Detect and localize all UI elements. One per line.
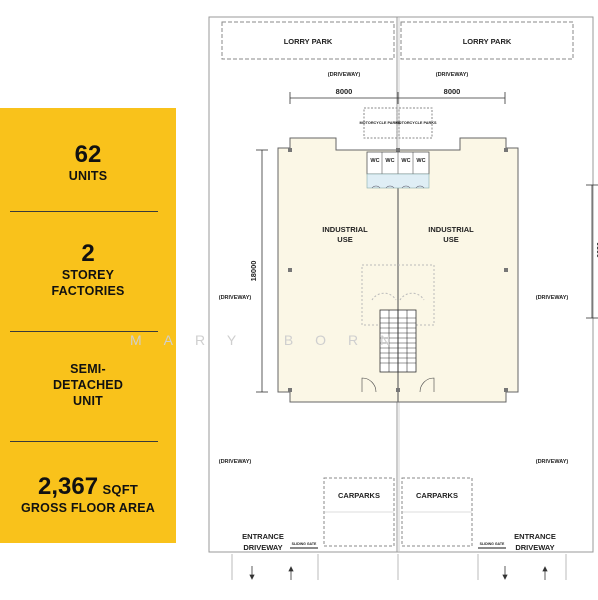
wc-label-1: WC xyxy=(370,158,379,164)
storey-label-2: FACTORIES xyxy=(51,284,125,298)
info-panel xyxy=(0,108,176,543)
units-label: UNITS xyxy=(68,169,108,183)
stat-units: 62 UNITS xyxy=(0,142,176,184)
driveway-top-left: (DRIVEWAY) xyxy=(328,72,361,78)
carparks-left-label: CARPARKS xyxy=(338,491,380,500)
door-left xyxy=(361,377,377,393)
watermark: MARY BORN xyxy=(130,332,413,348)
wc-label-3: WC xyxy=(401,158,410,164)
area-unit: SQFT xyxy=(102,482,138,497)
gate-left-label: SLIDING GATE xyxy=(292,542,317,546)
driveway-low-right: (DRIVEWAY) xyxy=(536,459,569,465)
area-label: GROSS FLOOR AREA xyxy=(21,501,155,515)
use-right-line1: INDUSTRIAL xyxy=(428,225,474,234)
lorry-park-left-label: LORRY PARK xyxy=(284,37,333,46)
panel-divider xyxy=(10,211,158,212)
wc-label-2: WC xyxy=(385,158,394,164)
wc-block xyxy=(366,151,430,189)
area-value: 2,367 xyxy=(38,473,99,500)
traffic-arrows xyxy=(249,566,548,580)
area-row: 2,367 SQFT xyxy=(0,474,176,500)
type-line-3: UNIT xyxy=(73,394,103,408)
type-line-1: SEMI- xyxy=(70,362,106,376)
dim-width-left: 8000 xyxy=(336,87,353,96)
gate-right-label: SLIDING GATE xyxy=(480,542,505,546)
driveway-mid-left: (DRIVEWAY) xyxy=(219,295,252,301)
moto-left-label: MOTORCYCLE PARKS xyxy=(360,121,401,125)
driveway-mid-right: (DRIVEWAY) xyxy=(536,295,569,301)
use-left-line1: INDUSTRIAL xyxy=(322,225,368,234)
moto-right-label: MOTORCYCLE PARKS xyxy=(396,121,437,125)
dim-height: 18000 xyxy=(249,261,258,282)
entrance-left-line2: DRIVEWAY xyxy=(243,543,282,552)
entrance-right-line1: ENTRANCE xyxy=(514,532,556,541)
entrance-right-line2: DRIVEWAY xyxy=(515,543,554,552)
stat-area: 2,367 SQFT GROSS FLOOR AREA xyxy=(0,474,176,516)
panel-divider xyxy=(10,441,158,442)
driveway-top-right: (DRIVEWAY) xyxy=(436,72,469,78)
lorry-park-right xyxy=(400,21,574,60)
units-value: 62 xyxy=(74,141,102,168)
site-boundary xyxy=(208,16,594,553)
lorry-park-left xyxy=(221,21,395,60)
stat-type: SEMI- DETACHED UNIT xyxy=(0,361,176,409)
entrance-left-line1: ENTRANCE xyxy=(242,532,284,541)
door-right xyxy=(419,377,435,393)
storey-value: 2 xyxy=(81,240,95,267)
stat-storey: 2 STOREY FACTORIES xyxy=(0,241,176,299)
carparks-right-label: CARPARKS xyxy=(416,491,458,500)
wc-label-4: WC xyxy=(416,158,425,164)
columns xyxy=(288,148,508,392)
use-right-line2: USE xyxy=(443,235,458,244)
type-line-2: DETACHED xyxy=(52,378,124,392)
driveway-low-left: (DRIVEWAY) xyxy=(219,459,252,465)
staircase xyxy=(379,309,417,373)
dim-width-right: 8000 xyxy=(444,87,461,96)
use-left-line2: USE xyxy=(337,235,352,244)
lorry-park-right-label: LORRY PARK xyxy=(463,37,512,46)
storey-label-1: STOREY xyxy=(61,268,115,282)
dim-side: 9500 xyxy=(595,242,598,258)
panel-divider xyxy=(10,331,158,332)
